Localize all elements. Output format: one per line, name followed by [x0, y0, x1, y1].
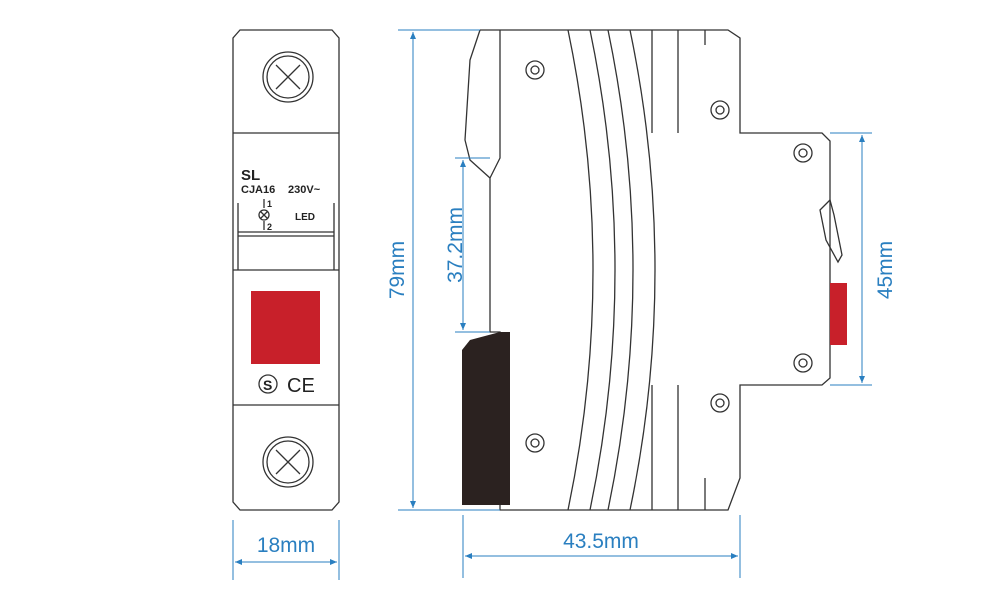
top-screw-icon — [262, 51, 314, 103]
svg-text:S: S — [263, 377, 272, 393]
terminal-1-label: 1 — [267, 199, 272, 209]
red-indicator-window — [251, 291, 320, 364]
side-view — [462, 29, 847, 511]
terminal-2-label: 2 — [267, 222, 272, 232]
ce-mark-icon: CE — [287, 375, 315, 397]
brand-label: SL — [241, 167, 260, 184]
s-cert-mark-icon: S — [258, 374, 278, 394]
front-view: SL CJA16 230V~ 1 2 LED S CE — [232, 29, 340, 511]
model-label: CJA16 — [241, 184, 275, 196]
front-height-dimension-label: 45mm — [874, 241, 897, 299]
lamp-icon — [258, 209, 270, 221]
rivet-icons — [525, 60, 813, 453]
voltage-label: 230V~ — [288, 184, 321, 196]
dimension-lines — [232, 29, 872, 580]
bottom-screw-icon — [262, 436, 314, 488]
height-dimension-label: 79mm — [386, 241, 409, 299]
latch — [819, 198, 843, 264]
width-dimension-label: 18mm — [257, 534, 315, 557]
led-label: LED — [295, 212, 315, 223]
red-switch — [830, 283, 847, 345]
rail-offset-dimension-label: 37.2mm — [444, 207, 467, 283]
depth-dimension-label: 43.5mm — [563, 530, 639, 553]
din-rail-clip — [462, 332, 510, 505]
